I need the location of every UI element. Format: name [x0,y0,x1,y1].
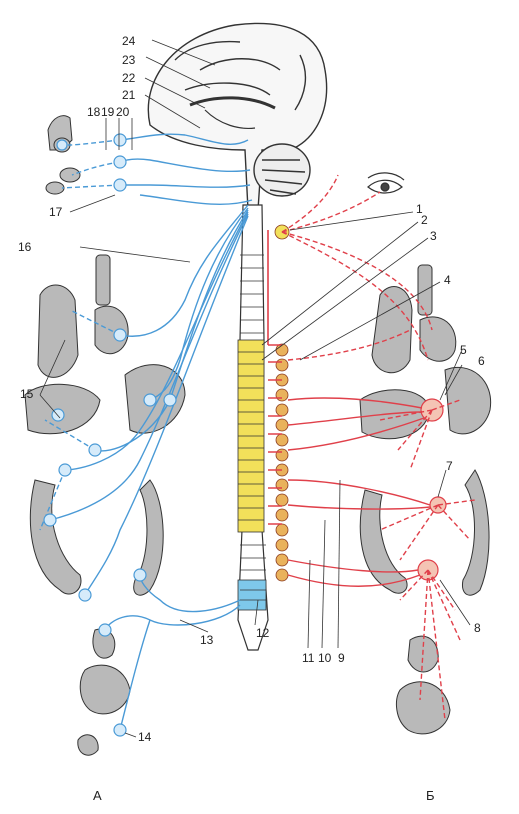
head-glands [46,116,80,194]
callout-22: 22 [122,72,135,84]
callout-18: 18 [87,106,100,118]
right-organs [360,265,491,734]
callout-21: 21 [122,89,135,101]
callout-12: 12 [256,627,269,639]
left-thoracic-organs [25,255,185,755]
callout-5: 5 [460,344,467,356]
callout-4: 4 [444,274,451,286]
callout-20: 20 [116,106,129,118]
callout-2: 2 [421,214,428,226]
callout-19: 19 [101,106,114,118]
callout-14: 14 [138,731,151,743]
callout-6: 6 [478,355,485,367]
callout-8: 8 [474,622,481,634]
callout-10: 10 [318,652,331,664]
callout-15: 15 [20,388,33,400]
callout-23: 23 [122,54,135,66]
eye [368,173,404,193]
sympathetic-pathways [268,175,475,720]
panel-label-left: А [93,790,102,802]
callout-13: 13 [200,634,213,646]
callout-11: 11 [302,652,314,664]
callout-24: 24 [122,35,135,47]
panel-label-right: Б [426,790,435,802]
callout-9: 9 [338,652,345,664]
callout-17: 17 [49,206,62,218]
brain [148,23,326,210]
callout-7: 7 [446,460,453,472]
sympathetic-chain [275,225,289,581]
spinal-cord [238,205,268,650]
callout-3: 3 [430,230,437,242]
callout-16: 16 [18,241,31,253]
